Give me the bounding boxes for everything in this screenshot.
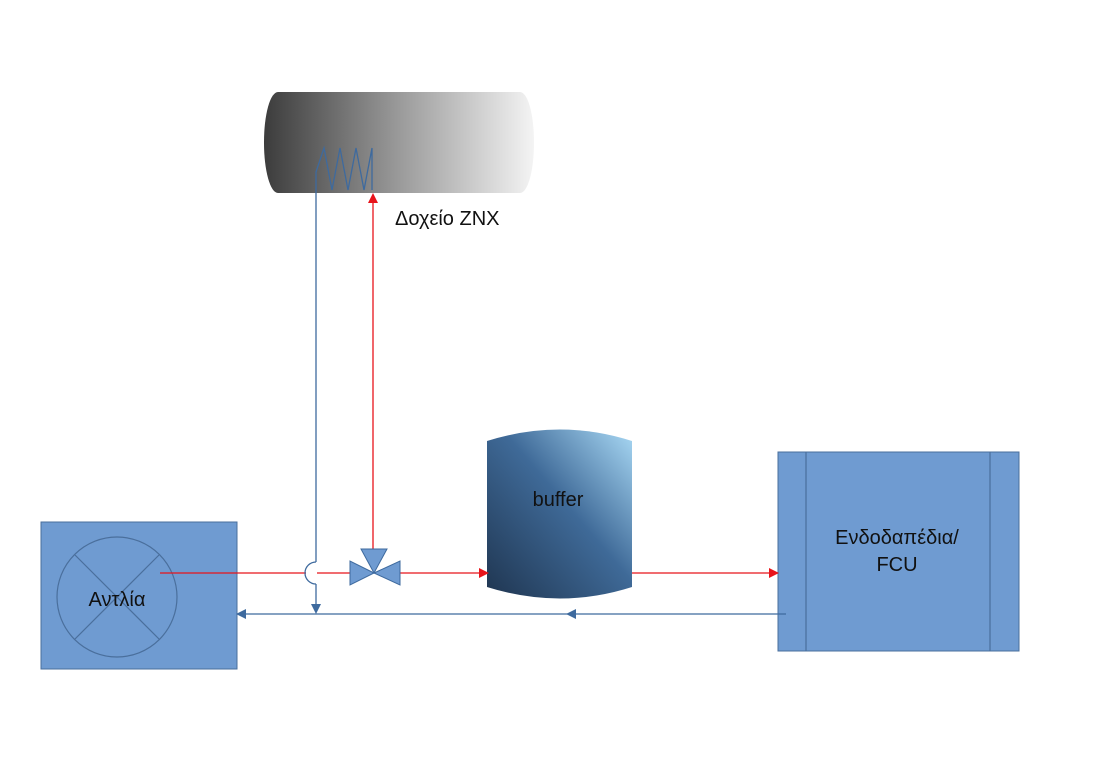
dhw-tank-body	[264, 92, 534, 193]
pump-unit	[40, 521, 238, 670]
pipe-crossover-hop	[304, 561, 317, 585]
dhw-tank-label: Δοχείο ΖΝΧ	[395, 208, 499, 230]
pump-label: Αντλία	[89, 589, 146, 611]
circle-x-icon	[56, 536, 178, 658]
buffer-tank	[487, 429, 632, 599]
three-way-valve-icon	[349, 548, 401, 586]
buffer-label: buffer	[533, 489, 584, 511]
return-flow-arrow	[566, 609, 576, 619]
terminal-box	[777, 451, 1020, 652]
pump-box	[40, 521, 238, 670]
return-pipes	[236, 190, 786, 619]
dhw-tank	[264, 92, 534, 193]
terminal-label-line1: Ενδοδαπέδια/	[835, 527, 959, 549]
supply-pipes	[160, 193, 779, 578]
heating-coil-icon	[315, 145, 373, 191]
terminal-unit	[777, 451, 1020, 652]
terminal-label-line2: FCU	[876, 554, 917, 576]
buffer-tank-body	[487, 429, 632, 599]
